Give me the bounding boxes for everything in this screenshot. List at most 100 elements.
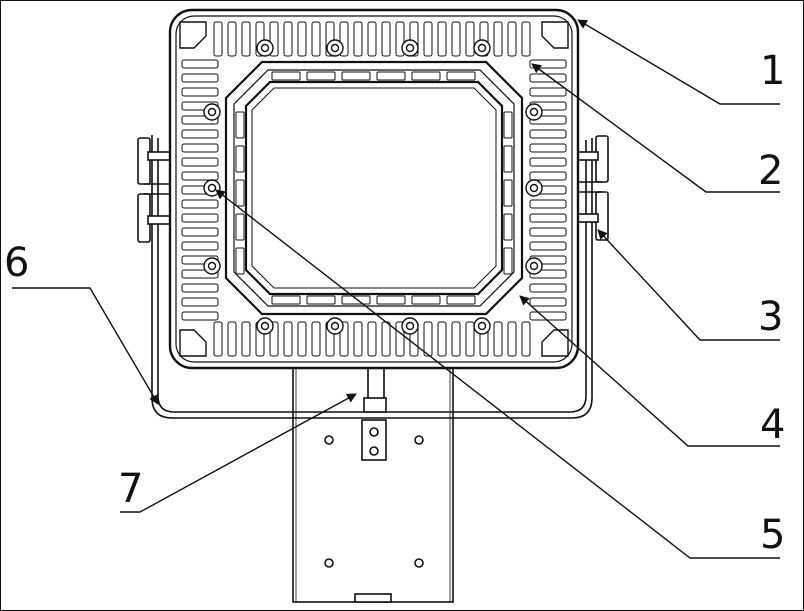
fin-top (325, 21, 335, 57)
bezel-slot-top (306, 71, 336, 81)
fin-right (529, 143, 567, 153)
fin-right (529, 311, 567, 321)
right-adjustment-knob (573, 135, 609, 241)
fin-top (381, 21, 391, 57)
callout-7: 7 (118, 466, 143, 512)
bezel-slot-bottom (271, 295, 301, 305)
fin-left (181, 227, 219, 237)
bezel-slot-bottom (341, 295, 371, 305)
callout-4: 4 (760, 402, 785, 448)
fin-left (181, 157, 219, 167)
screw-hole (260, 43, 270, 53)
leader-3 (597, 229, 780, 341)
fin-left (181, 199, 219, 209)
fin-top (437, 21, 447, 57)
fin-bottom (423, 321, 433, 357)
fin-top (409, 21, 419, 57)
bezel-slot-right (503, 145, 513, 173)
fin-right (529, 241, 567, 251)
callout-1: 1 (760, 48, 785, 94)
fin-bottom (241, 321, 251, 357)
callout-leaders (12, 19, 780, 559)
leader-6 (12, 287, 159, 405)
fin-bottom (213, 321, 223, 357)
screw-hole (330, 321, 340, 331)
heat-sink-fins (181, 21, 567, 357)
screw-hole (207, 183, 217, 193)
leader-1 (577, 19, 780, 105)
fin-top (521, 21, 531, 57)
callout-labels: 1 2 3 4 5 6 7 (4, 48, 785, 558)
bezel-slot-left (235, 213, 245, 241)
bezel-slots (235, 71, 513, 305)
fin-right (529, 115, 567, 125)
fin-bottom (353, 321, 363, 357)
fin-left (181, 213, 219, 223)
screw-hole (207, 261, 217, 271)
bezel-slot-bottom (446, 295, 476, 305)
fin-bottom (311, 321, 321, 357)
screw-hole (529, 107, 539, 117)
bezel-slot-left (235, 247, 245, 275)
left-adjustment-knob (137, 137, 173, 243)
fin-right (529, 171, 567, 181)
fin-bottom (451, 321, 461, 357)
fin-left (181, 143, 219, 153)
leader-5 (215, 189, 780, 559)
bezel-slot-top (271, 71, 301, 81)
fin-top (367, 21, 377, 57)
screw-hole (405, 321, 415, 331)
fin-left (181, 311, 219, 321)
fin-top (227, 21, 237, 57)
fin-right (529, 129, 567, 139)
fin-left (181, 269, 219, 279)
fin-right (529, 59, 567, 69)
bezel-slot-right (503, 179, 513, 207)
fin-top (395, 21, 405, 57)
fin-right (529, 213, 567, 223)
bezel-slot-bottom (306, 295, 336, 305)
fin-right (529, 157, 567, 167)
screw-hole (260, 321, 270, 331)
leader-4 (519, 295, 780, 447)
fin-left (181, 171, 219, 181)
callout-2: 2 (758, 148, 783, 194)
screw-hole (330, 43, 340, 53)
bezel-slot-left (235, 145, 245, 173)
fin-bottom (521, 321, 531, 357)
fin-top (423, 21, 433, 57)
screw-hole (477, 43, 487, 53)
bezel-slot-top (446, 71, 476, 81)
callout-5: 5 (760, 512, 785, 558)
fin-right (529, 87, 567, 97)
fin-top (339, 21, 349, 57)
fin-left (181, 297, 219, 307)
bezel-slot-bottom (376, 295, 406, 305)
fin-top (241, 21, 251, 57)
screw-hole (529, 183, 539, 193)
fin-bottom (437, 321, 447, 357)
fin-left (181, 283, 219, 293)
mounting-bracket (151, 135, 593, 461)
bezel-slot-bottom (411, 295, 441, 305)
callout-3: 3 (758, 294, 783, 340)
fin-right (529, 269, 567, 279)
bezel-slot-top (341, 71, 371, 81)
fin-bottom (283, 321, 293, 357)
bezel-slot-top (411, 71, 441, 81)
screw-bosses (203, 39, 543, 335)
fin-bottom (227, 321, 237, 357)
bezel-slot-right (503, 111, 513, 139)
fin-top (297, 21, 307, 57)
fin-top (507, 21, 517, 57)
leader-7 (120, 393, 357, 513)
fin-top (283, 21, 293, 57)
fin-bottom (493, 321, 503, 357)
fin-left (181, 241, 219, 251)
fin-top (353, 21, 363, 57)
fin-right (529, 199, 567, 209)
bezel-slot-left (235, 179, 245, 207)
callout-6: 6 (4, 240, 29, 286)
fin-left (181, 115, 219, 125)
fin-top (213, 21, 223, 57)
